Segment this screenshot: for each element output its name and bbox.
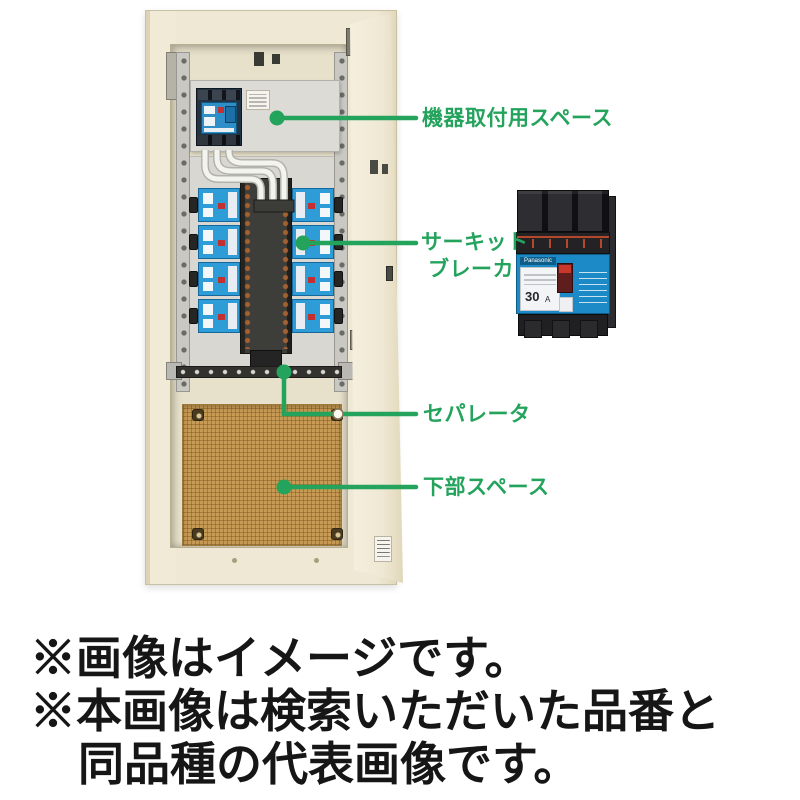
separator-bar xyxy=(176,366,342,378)
rating-unit: A xyxy=(545,295,551,304)
breaker-toggle xyxy=(189,271,198,287)
busbar-terminal-screws xyxy=(281,183,290,349)
white-chip xyxy=(559,297,573,312)
busbar xyxy=(240,178,292,354)
main-breaker-chip xyxy=(204,106,215,114)
product-breaker-terminal-band xyxy=(516,232,610,254)
board-corner-bracket xyxy=(331,528,343,540)
branch-breaker xyxy=(292,225,334,259)
product-breaker-spec-label: 30 A xyxy=(520,267,560,311)
spec-text-lines xyxy=(579,267,607,303)
disclaimer-line-1: ※画像はイメージです。 xyxy=(30,632,531,684)
cable-knockout xyxy=(254,52,264,66)
breaker-toggle xyxy=(189,234,198,250)
breaker-toggle xyxy=(334,308,343,324)
disclaimer-line-3: 同品種の代表画像です。 xyxy=(78,738,580,790)
product-breaker-toggle xyxy=(557,263,573,293)
callout-label-lower-space: 下部スペース xyxy=(423,476,550,499)
branch-breaker xyxy=(198,225,240,259)
branch-breaker xyxy=(292,188,334,222)
bottom-lug xyxy=(524,320,542,338)
breaker-toggle xyxy=(334,234,343,250)
callout-label-equipment-space: 機器取付用スペース xyxy=(422,107,613,130)
branch-breaker xyxy=(198,299,240,333)
plate-label-sticker xyxy=(246,90,270,110)
breaker-toggle xyxy=(334,197,343,213)
toggle-cap xyxy=(559,265,571,273)
board-corner-bracket xyxy=(192,409,204,421)
product-breaker-top-terminals xyxy=(517,190,609,232)
main-breaker-chip xyxy=(204,117,215,126)
callout-label-circuit-breaker-line2: ブレーカ xyxy=(428,258,514,281)
branch-breaker xyxy=(292,262,334,296)
mounting-rail-left xyxy=(176,52,190,392)
main-breaker-terminals-top xyxy=(198,90,240,100)
main-breaker-terminals-bottom xyxy=(198,135,240,145)
product-breaker: Panasonic 30 A xyxy=(514,188,616,340)
main-breaker-toggle xyxy=(225,106,236,123)
callout-label-circuit-breaker-line1: サーキット xyxy=(421,231,529,254)
door-catch xyxy=(382,164,388,174)
board-corner-bracket xyxy=(331,409,343,421)
lower-space-board xyxy=(182,404,342,546)
bottom-lug xyxy=(580,320,598,338)
disclaimer-line-2: ※本画像は検索いただいた品番と xyxy=(30,685,720,737)
breaker-toggle xyxy=(189,197,198,213)
bottom-lug xyxy=(552,320,570,338)
breaker-toggle xyxy=(189,308,198,324)
main-breaker-face xyxy=(201,102,237,134)
board-corner-bracket xyxy=(192,528,204,540)
brand-label: Panasonic xyxy=(520,257,556,265)
product-breaker-body: Panasonic 30 A xyxy=(516,254,610,314)
breaker-toggle xyxy=(334,271,343,287)
branch-breaker xyxy=(198,262,240,296)
main-breaker-red-marker xyxy=(218,107,224,113)
cable-knockout xyxy=(272,54,280,64)
door-catch xyxy=(370,160,378,174)
door-sticker xyxy=(374,536,392,562)
main-breaker-label-strip xyxy=(204,128,234,132)
rating-value: 30 xyxy=(525,289,540,304)
busbar-terminal-screws xyxy=(243,183,252,349)
main-breaker xyxy=(196,88,242,146)
screw xyxy=(232,558,237,563)
door-latch xyxy=(386,266,393,281)
branch-breaker xyxy=(198,188,240,222)
branch-breaker xyxy=(292,299,334,333)
screw xyxy=(314,558,319,563)
callout-label-separator: セパレータ xyxy=(423,403,531,426)
